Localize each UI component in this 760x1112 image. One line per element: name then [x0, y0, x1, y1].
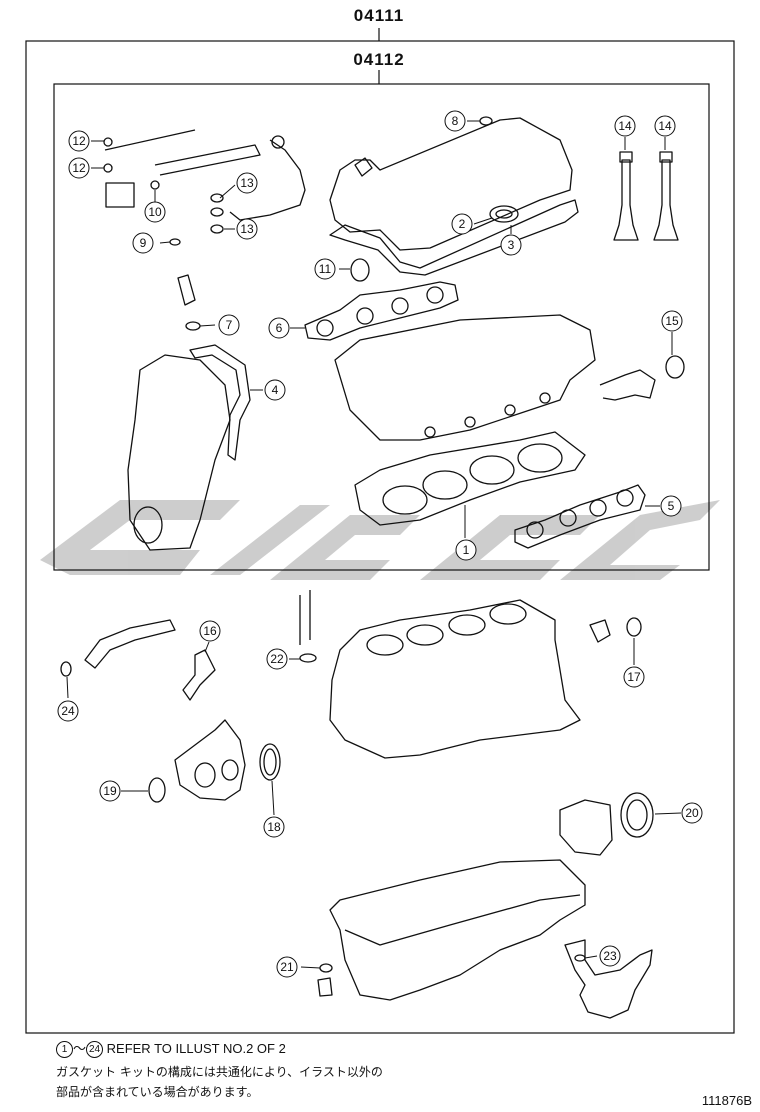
- callout-18: 18: [267, 820, 281, 834]
- callout-13b: 13: [240, 222, 254, 236]
- drain-plug: [317, 963, 333, 997]
- head-gasket: [354, 431, 586, 526]
- hoses-top-left: [103, 116, 493, 331]
- rear-seal-retainer: [559, 792, 654, 856]
- water-outlet-right: [599, 355, 685, 401]
- sensor-parts: [589, 617, 642, 643]
- callout-13a: 13: [240, 176, 254, 190]
- oil-pump-cover: [148, 719, 281, 803]
- callout-6: 6: [276, 321, 283, 335]
- callout-3: 3: [508, 238, 515, 252]
- callout-19: 19: [103, 784, 117, 798]
- water-inlet-pipe: [60, 619, 216, 701]
- outer-kit-frame: [25, 40, 735, 1034]
- refer-text: REFER TO ILLUST NO.2 OF 2: [106, 1041, 286, 1056]
- callout-1: 1: [463, 543, 470, 557]
- refer-note: 1～24 REFER TO ILLUST NO.2 OF 2: [56, 1040, 286, 1059]
- callout-23: 23: [603, 949, 617, 963]
- inner-kit-frame: [53, 83, 710, 571]
- callout-12b: 12: [72, 161, 86, 175]
- callout-8: 8: [452, 114, 459, 128]
- callout-4: 4: [272, 383, 279, 397]
- watermark-logo: [40, 500, 720, 580]
- callout-9: 9: [140, 236, 147, 250]
- illustration-code: 111876B: [701, 1093, 752, 1108]
- callout-14b: 14: [658, 119, 672, 133]
- timing-cover: [127, 344, 251, 551]
- jp-note-line-2: 部品が含まれている場合があります。: [56, 1085, 259, 1099]
- callout-10: 10: [148, 205, 162, 219]
- callout-7: 7: [226, 318, 233, 332]
- callout-17: 17: [627, 670, 641, 684]
- callout-14a: 14: [618, 119, 632, 133]
- oil-pan: [329, 859, 586, 1001]
- callout-24: 24: [61, 704, 75, 718]
- callout-21: 21: [280, 960, 294, 974]
- manifold-gasket-lower: [514, 484, 646, 549]
- callout-12a: 12: [72, 134, 86, 148]
- cylinder-block: [329, 599, 581, 759]
- callout-16: 16: [203, 624, 217, 638]
- cylinder-head-cover: [329, 117, 579, 276]
- dipstick-tube: [299, 590, 317, 663]
- callout-22: 22: [270, 652, 284, 666]
- manifold-gasket-upper: [304, 281, 459, 341]
- valve-pair: [613, 151, 679, 241]
- callout-15: 15: [665, 314, 679, 328]
- callout-11: 11: [319, 262, 332, 276]
- jp-note-line-1: ガスケット キットの構成には共通化により、イラスト以外の: [56, 1065, 383, 1079]
- range-start-callout: 1: [56, 1041, 73, 1059]
- range-end-callout: 24: [86, 1041, 104, 1059]
- callout-20: 20: [685, 806, 699, 820]
- callout-5: 5: [668, 499, 675, 513]
- outer-part-number: 04111: [353, 6, 405, 25]
- range-tilde: ～: [73, 1041, 87, 1056]
- cylinder-head: [334, 314, 596, 441]
- inner-part-number: 04112: [353, 50, 405, 69]
- callout-2: 2: [459, 217, 466, 231]
